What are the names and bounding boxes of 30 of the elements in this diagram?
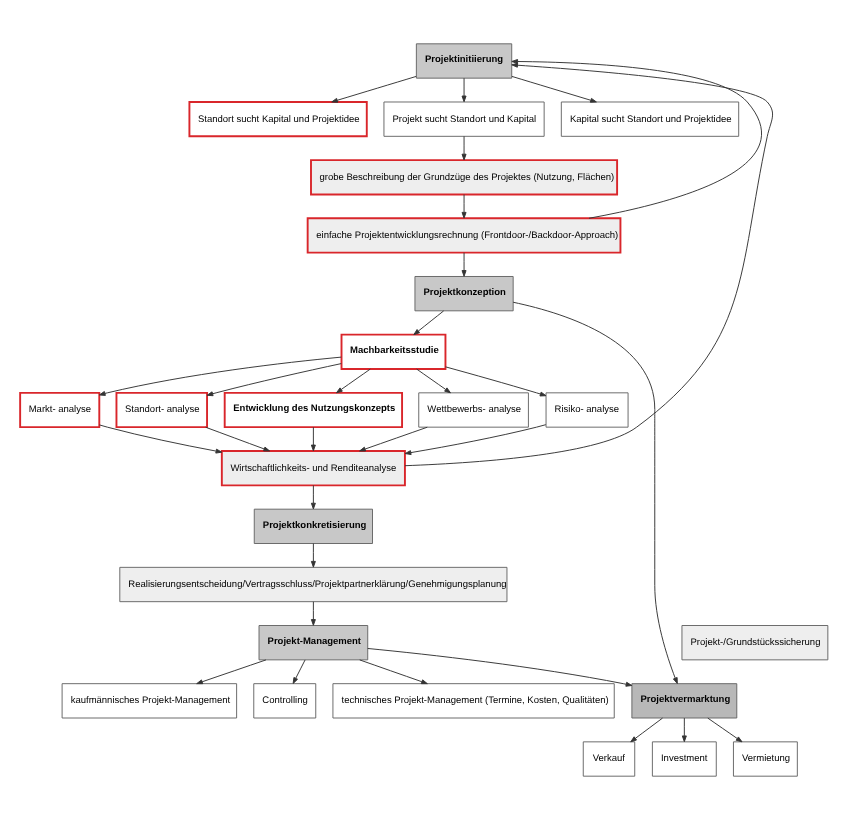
- arrow: [98, 423, 223, 453]
- arrow: [98, 355, 342, 395]
- arrow: [681, 716, 687, 742]
- arrow: [511, 58, 762, 218]
- arrow: [416, 367, 451, 393]
- arrow: [331, 74, 417, 102]
- arrow: [511, 74, 597, 102]
- arrow: [404, 61, 774, 466]
- arrow: [310, 425, 316, 451]
- arrow: [461, 76, 467, 102]
- arrow: [310, 542, 316, 567]
- arrow: [359, 658, 428, 684]
- arrow: [461, 134, 467, 160]
- arrow: [445, 365, 547, 396]
- arrow: [359, 425, 428, 451]
- arrow: [205, 425, 271, 451]
- arrow: [196, 658, 267, 684]
- arrow: [336, 367, 371, 393]
- arrow: [310, 600, 316, 625]
- arrow: [292, 658, 306, 683]
- arrow: [310, 483, 316, 509]
- arrow: [461, 251, 467, 276]
- arrow: [404, 423, 547, 455]
- arrow: [461, 193, 467, 218]
- arrow: [413, 309, 445, 335]
- arrow: [206, 362, 342, 396]
- arrow: [707, 716, 743, 742]
- arrow: [367, 647, 633, 686]
- arrow: [630, 716, 664, 742]
- arrow: [512, 300, 678, 684]
